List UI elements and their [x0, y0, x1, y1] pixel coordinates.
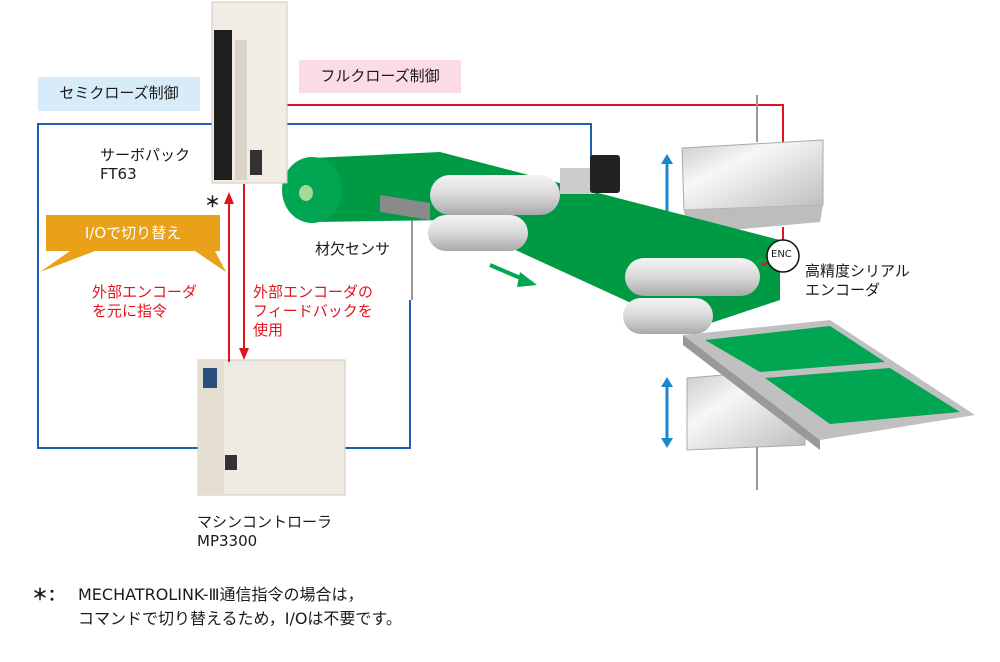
controller-name: マシンコントローラ [197, 513, 333, 531]
upper-cutter-block [681, 139, 824, 234]
footnote-line-2: コマンドで切り替えるため，I/Oは不要です。 [78, 609, 402, 628]
serial-encoder-line-2: エンコーダ [805, 281, 881, 299]
serial-encoder-label: 高精度シリアル エンコーダ [805, 262, 910, 300]
footnote-mark: ＊： [32, 585, 65, 604]
belt-direction-arrow [489, 263, 537, 287]
support-rods [411, 95, 758, 490]
semi-closed-loop-line [37, 123, 592, 449]
full-closed-control-label: フルクローズ制御 [299, 60, 461, 93]
io-switch-callout-shape [40, 215, 226, 272]
io-switch-callout: I/Oで切り替え [84, 224, 182, 242]
enc-label: ENC [771, 249, 792, 260]
servopack-device [211, 1, 288, 184]
controller-model: MP3300 [197, 532, 258, 550]
command-feedback-arrows [224, 184, 249, 362]
feedback-line-3: 使用 [253, 321, 284, 339]
external-encoder-feedback-text: 外部エンコーダの フィードバックを 使用 [253, 283, 373, 340]
footnote-line-1: MECHATROLINK-Ⅲ通信指令の場合は， [78, 585, 364, 604]
servopack-name: サーボパック [100, 146, 191, 164]
encoder-icon [761, 239, 800, 273]
footnote: ＊： MECHATROLINK-Ⅲ通信指令の場合は， コマンドで切り替えるため，I… [32, 583, 402, 631]
rollers [428, 175, 760, 334]
machine-controller-device [197, 359, 346, 496]
semi-closed-control-label: セミクローズ制御 [38, 77, 200, 111]
command-line-2: を元に指令 [92, 302, 168, 320]
servomotor [560, 155, 620, 194]
cut-sheets [683, 320, 975, 450]
full-closed-loop-line [287, 104, 784, 240]
asterisk-mark: ＊ [205, 193, 221, 211]
material-sensor-label: 材欠センサ [315, 240, 391, 258]
serial-encoder-line-1: 高精度シリアル [805, 262, 910, 280]
external-encoder-command-text: 外部エンコーダ を元に指令 [92, 283, 197, 321]
command-line-1: 外部エンコーダ [92, 283, 198, 301]
servopack-label: サーボパック FT63 [100, 146, 190, 184]
feedback-line-1: 外部エンコーダの [253, 283, 374, 301]
machine-controller-label: マシンコントローラ MP3300 [197, 513, 332, 551]
feedback-line-2: フィードバックを [253, 302, 373, 320]
servopack-model: FT63 [100, 165, 137, 183]
